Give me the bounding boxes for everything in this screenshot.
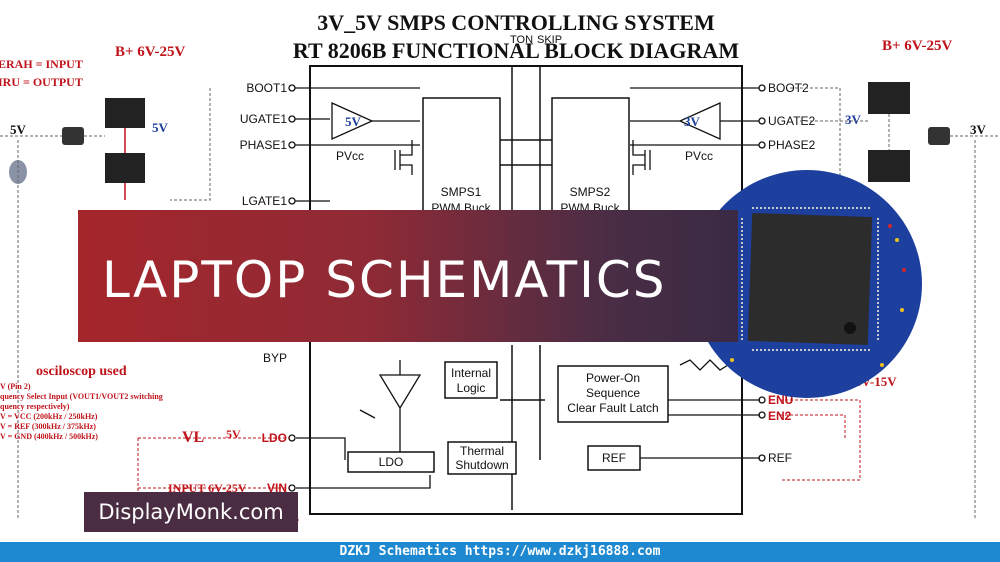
pvcc-left: PVcc (336, 149, 364, 163)
skip-label: SKIP (537, 34, 562, 46)
internal-logic-label: Internal (451, 366, 491, 380)
mosfet-chip-bottom (105, 153, 145, 183)
legend-output: IRU = OUTPUT (0, 75, 83, 89)
left-driver-amp (331, 101, 374, 141)
osc-label: osciloscop used (36, 364, 127, 379)
ref-block (587, 445, 641, 471)
left-external-circuit (0, 88, 211, 520)
legend-input: ERAH = INPUT (0, 57, 83, 71)
shutdown-label: Shutdown (455, 458, 508, 472)
pin-phase1: PHASE1 (240, 138, 288, 152)
pin-byp: BYP (263, 351, 287, 365)
amp-3v-label: 3V (684, 114, 701, 129)
power-on-block (557, 365, 669, 423)
footer-bar: DZKJ Schematics https://www.dzkj16888.co… (0, 542, 1000, 562)
v5-left-label: 5V (10, 122, 27, 137)
pin-lgate1: LGATE1 (242, 194, 287, 208)
smps1-block (422, 97, 501, 219)
v3-mid-label: 3V (845, 112, 862, 127)
note-line-2: quency Select Input (VOUT1/VOUT2 switchi… (0, 392, 163, 401)
inductor-left (62, 127, 84, 145)
pvcc-right: PVcc (685, 149, 713, 163)
pin-phase2: PHASE2 (768, 138, 816, 152)
pin-vin: VIN (267, 481, 287, 495)
bplus-left-label: B+ 6V-25V (115, 44, 186, 60)
mosfet-chip-top (105, 98, 145, 128)
vl-5v-label: 5V (226, 427, 241, 441)
pin-boot2: BOOT2 (768, 81, 809, 95)
input-label: INPUT 6V-25V (168, 481, 247, 495)
smps1-label: SMPS1 (441, 185, 482, 199)
v3-right-label: 3V (970, 122, 987, 137)
right-external-circuit (780, 82, 1000, 520)
pin1-dot (844, 322, 856, 334)
thermal-block (447, 441, 517, 475)
mosfet-chip-right-bottom (868, 150, 910, 182)
pin-ref: REF (768, 451, 792, 465)
smps2-label: SMPS2 (570, 185, 611, 199)
ldo-buffer (378, 374, 422, 410)
brand-label: DisplayMonk.com (84, 492, 298, 532)
pin-boot1: BOOT1 (246, 81, 287, 95)
internal-logic-sub: Logic (457, 381, 486, 395)
note-line-1: V (Pin 2) (0, 382, 31, 391)
mosfet-chip-right-top (868, 82, 910, 114)
pin-en2: EN2 (768, 409, 792, 423)
pin-ugate1: UGATE1 (240, 112, 287, 126)
ldo-label: LDO (379, 455, 404, 469)
thermal-label: Thermal (460, 444, 504, 458)
ton-label: TON (510, 34, 533, 46)
clear-fault-label: Clear Fault Latch (567, 401, 658, 415)
banner-title: LAPTOP SCHEMATICS (102, 251, 667, 309)
inductor-right (928, 127, 950, 145)
diagram-title-line1: 3V_5V SMPS CONTROLLING SYSTEM (317, 10, 715, 35)
qfp-chip-body (747, 212, 873, 346)
bplus-right-label: B+ 6V-25V (882, 38, 953, 54)
internal-logic-block (444, 361, 498, 399)
smps2-block (551, 97, 630, 219)
v5-mid-label: 5V (152, 120, 169, 135)
sequence-label: Sequence (586, 386, 640, 400)
note-line-6: V = GND (400kHz / 500kHz) (0, 432, 98, 441)
pin-ugate2: UGATE2 (768, 114, 815, 128)
note-line-4: V = VCC (200kHz / 250kHz) (0, 412, 98, 421)
power-on-label: Power-On (586, 371, 640, 385)
diagram-title-line2: RT 8206B FUNCTIONAL BLOCK DIAGRAM (293, 38, 739, 63)
ldo-block (347, 451, 435, 473)
note-line-5: V = REF (300kHz / 375kHz) (0, 422, 96, 431)
title-banner (78, 210, 738, 342)
ref-label: REF (602, 451, 626, 465)
amp-5v-label: 5V (345, 114, 362, 129)
note-line-3: quency respectively) (0, 402, 70, 411)
